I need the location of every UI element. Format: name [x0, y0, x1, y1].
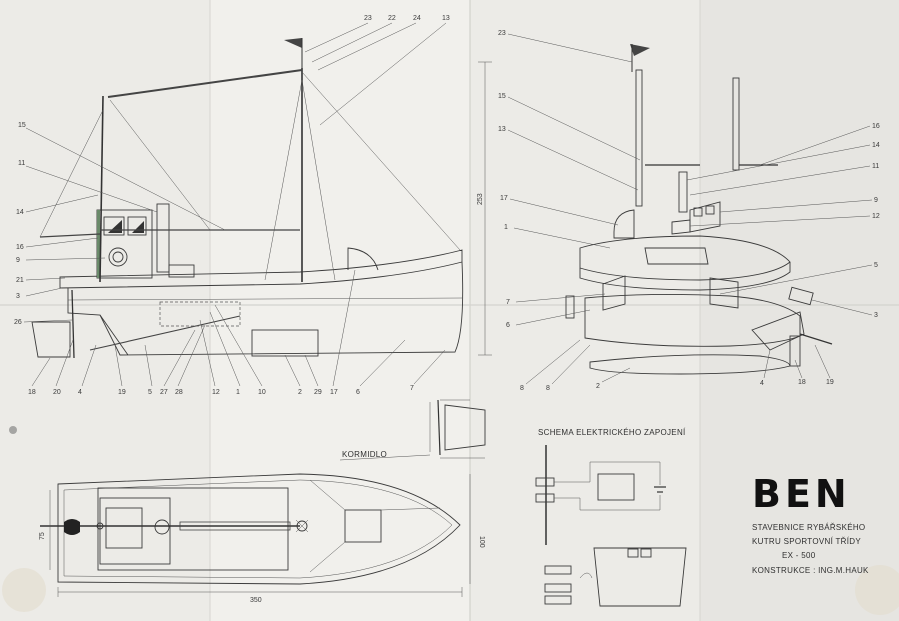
label-side-bottom-10: 2	[298, 389, 302, 396]
label-exploded-right-6: 3	[874, 312, 878, 319]
rudder-detail: KORMIDLO	[339, 399, 486, 461]
label-exploded-left-0: 23	[498, 30, 506, 37]
label-exploded-left-1: 15	[498, 93, 506, 100]
exploded-view-labels: 23 15 13 17 1 7 6 8 8 2 16 14 11 9 12 5 …	[498, 30, 880, 392]
label-side-bottom-9: 10	[258, 389, 266, 396]
label-side-left-4: 9	[16, 257, 20, 264]
info-line-1: STAVEBNICE RYBÁŘSKÉHO	[752, 523, 865, 532]
dimension-length: 350	[250, 597, 262, 604]
label-side-top-3: 13	[442, 15, 450, 22]
label-side-top-1: 22	[388, 15, 396, 22]
label-exploded-right-4: 12	[872, 213, 880, 220]
plan-view: 350 75 100	[39, 473, 485, 604]
label-side-left-1: 11	[18, 160, 25, 167]
label-side-left-0: 15	[18, 122, 26, 129]
label-side-bottom-11: 29	[314, 389, 322, 396]
label-side-bottom-12: 17	[330, 389, 338, 396]
dimension-beam-right: 100	[478, 536, 485, 548]
label-exploded-right-5: 5	[874, 262, 878, 269]
label-exploded-left-9: 2	[596, 383, 600, 390]
side-view-labels: 23 22 24 13 15 11 14 16 9 21 3 26 18 20 …	[14, 15, 450, 396]
label-exploded-right-2: 11	[872, 163, 879, 170]
label-exploded-left-7: 8	[520, 385, 524, 392]
dimension-beam-left: 75	[39, 532, 46, 540]
label-side-bottom-5: 27	[160, 389, 168, 396]
electric-schematic: SCHEMA ELEKTRICKÉHO ZAPOJENÍ	[535, 428, 687, 607]
info-line-3: EX - 500	[782, 551, 816, 560]
info-line-2: KUTRU SPORTOVNÍ TŘÍDY	[752, 537, 861, 546]
label-side-left-6: 3	[16, 293, 20, 300]
label-side-left-3: 16	[16, 244, 24, 251]
label-side-bottom-3: 19	[118, 389, 126, 396]
dimension-height: 253	[477, 193, 484, 205]
label-side-bottom-2: 4	[78, 389, 82, 396]
label-exploded-left-2: 13	[498, 126, 506, 133]
label-side-bottom-13: 6	[356, 389, 360, 396]
label-side-bottom-14: 7	[410, 385, 414, 392]
label-side-bottom-8: 1	[236, 389, 240, 396]
label-exploded-right-8: 18	[798, 379, 806, 386]
label-exploded-right-3: 9	[874, 197, 878, 204]
label-exploded-right-0: 16	[872, 123, 880, 130]
label-side-left-7: 26	[14, 319, 22, 326]
label-side-bottom-1: 20	[53, 389, 61, 396]
label-side-bottom-4: 5	[148, 389, 152, 396]
label-side-top-0: 23	[364, 15, 372, 22]
label-exploded-left-5: 7	[506, 299, 510, 306]
caption-rudder: KORMIDLO	[342, 450, 387, 459]
title-block: BEN STAVEBNICE RYBÁŘSKÉHO KUTRU SPORTOVN…	[752, 472, 869, 575]
label-side-bottom-7: 12	[212, 389, 220, 396]
label-exploded-right-7: 4	[760, 380, 764, 387]
label-exploded-left-4: 1	[504, 224, 508, 231]
label-side-left-2: 14	[16, 209, 24, 216]
label-side-left-5: 21	[16, 277, 24, 284]
label-exploded-left-6: 6	[506, 322, 510, 329]
caption-electric: SCHEMA ELEKTRICKÉHO ZAPOJENÍ	[538, 428, 686, 437]
label-exploded-left-3: 17	[500, 195, 508, 202]
brand-logo: BEN	[752, 472, 851, 516]
label-side-bottom-0: 18	[28, 389, 36, 396]
label-exploded-right-1: 14	[872, 142, 880, 149]
label-exploded-left-8: 8	[546, 385, 550, 392]
side-view: 253	[31, 38, 492, 359]
info-line-4: KONSTRUKCE : ING.M.HAUK	[752, 566, 869, 575]
exploded-view	[565, 44, 833, 375]
label-side-top-2: 24	[413, 15, 421, 22]
label-exploded-right-9: 19	[826, 379, 834, 386]
label-side-bottom-6: 28	[175, 389, 183, 396]
